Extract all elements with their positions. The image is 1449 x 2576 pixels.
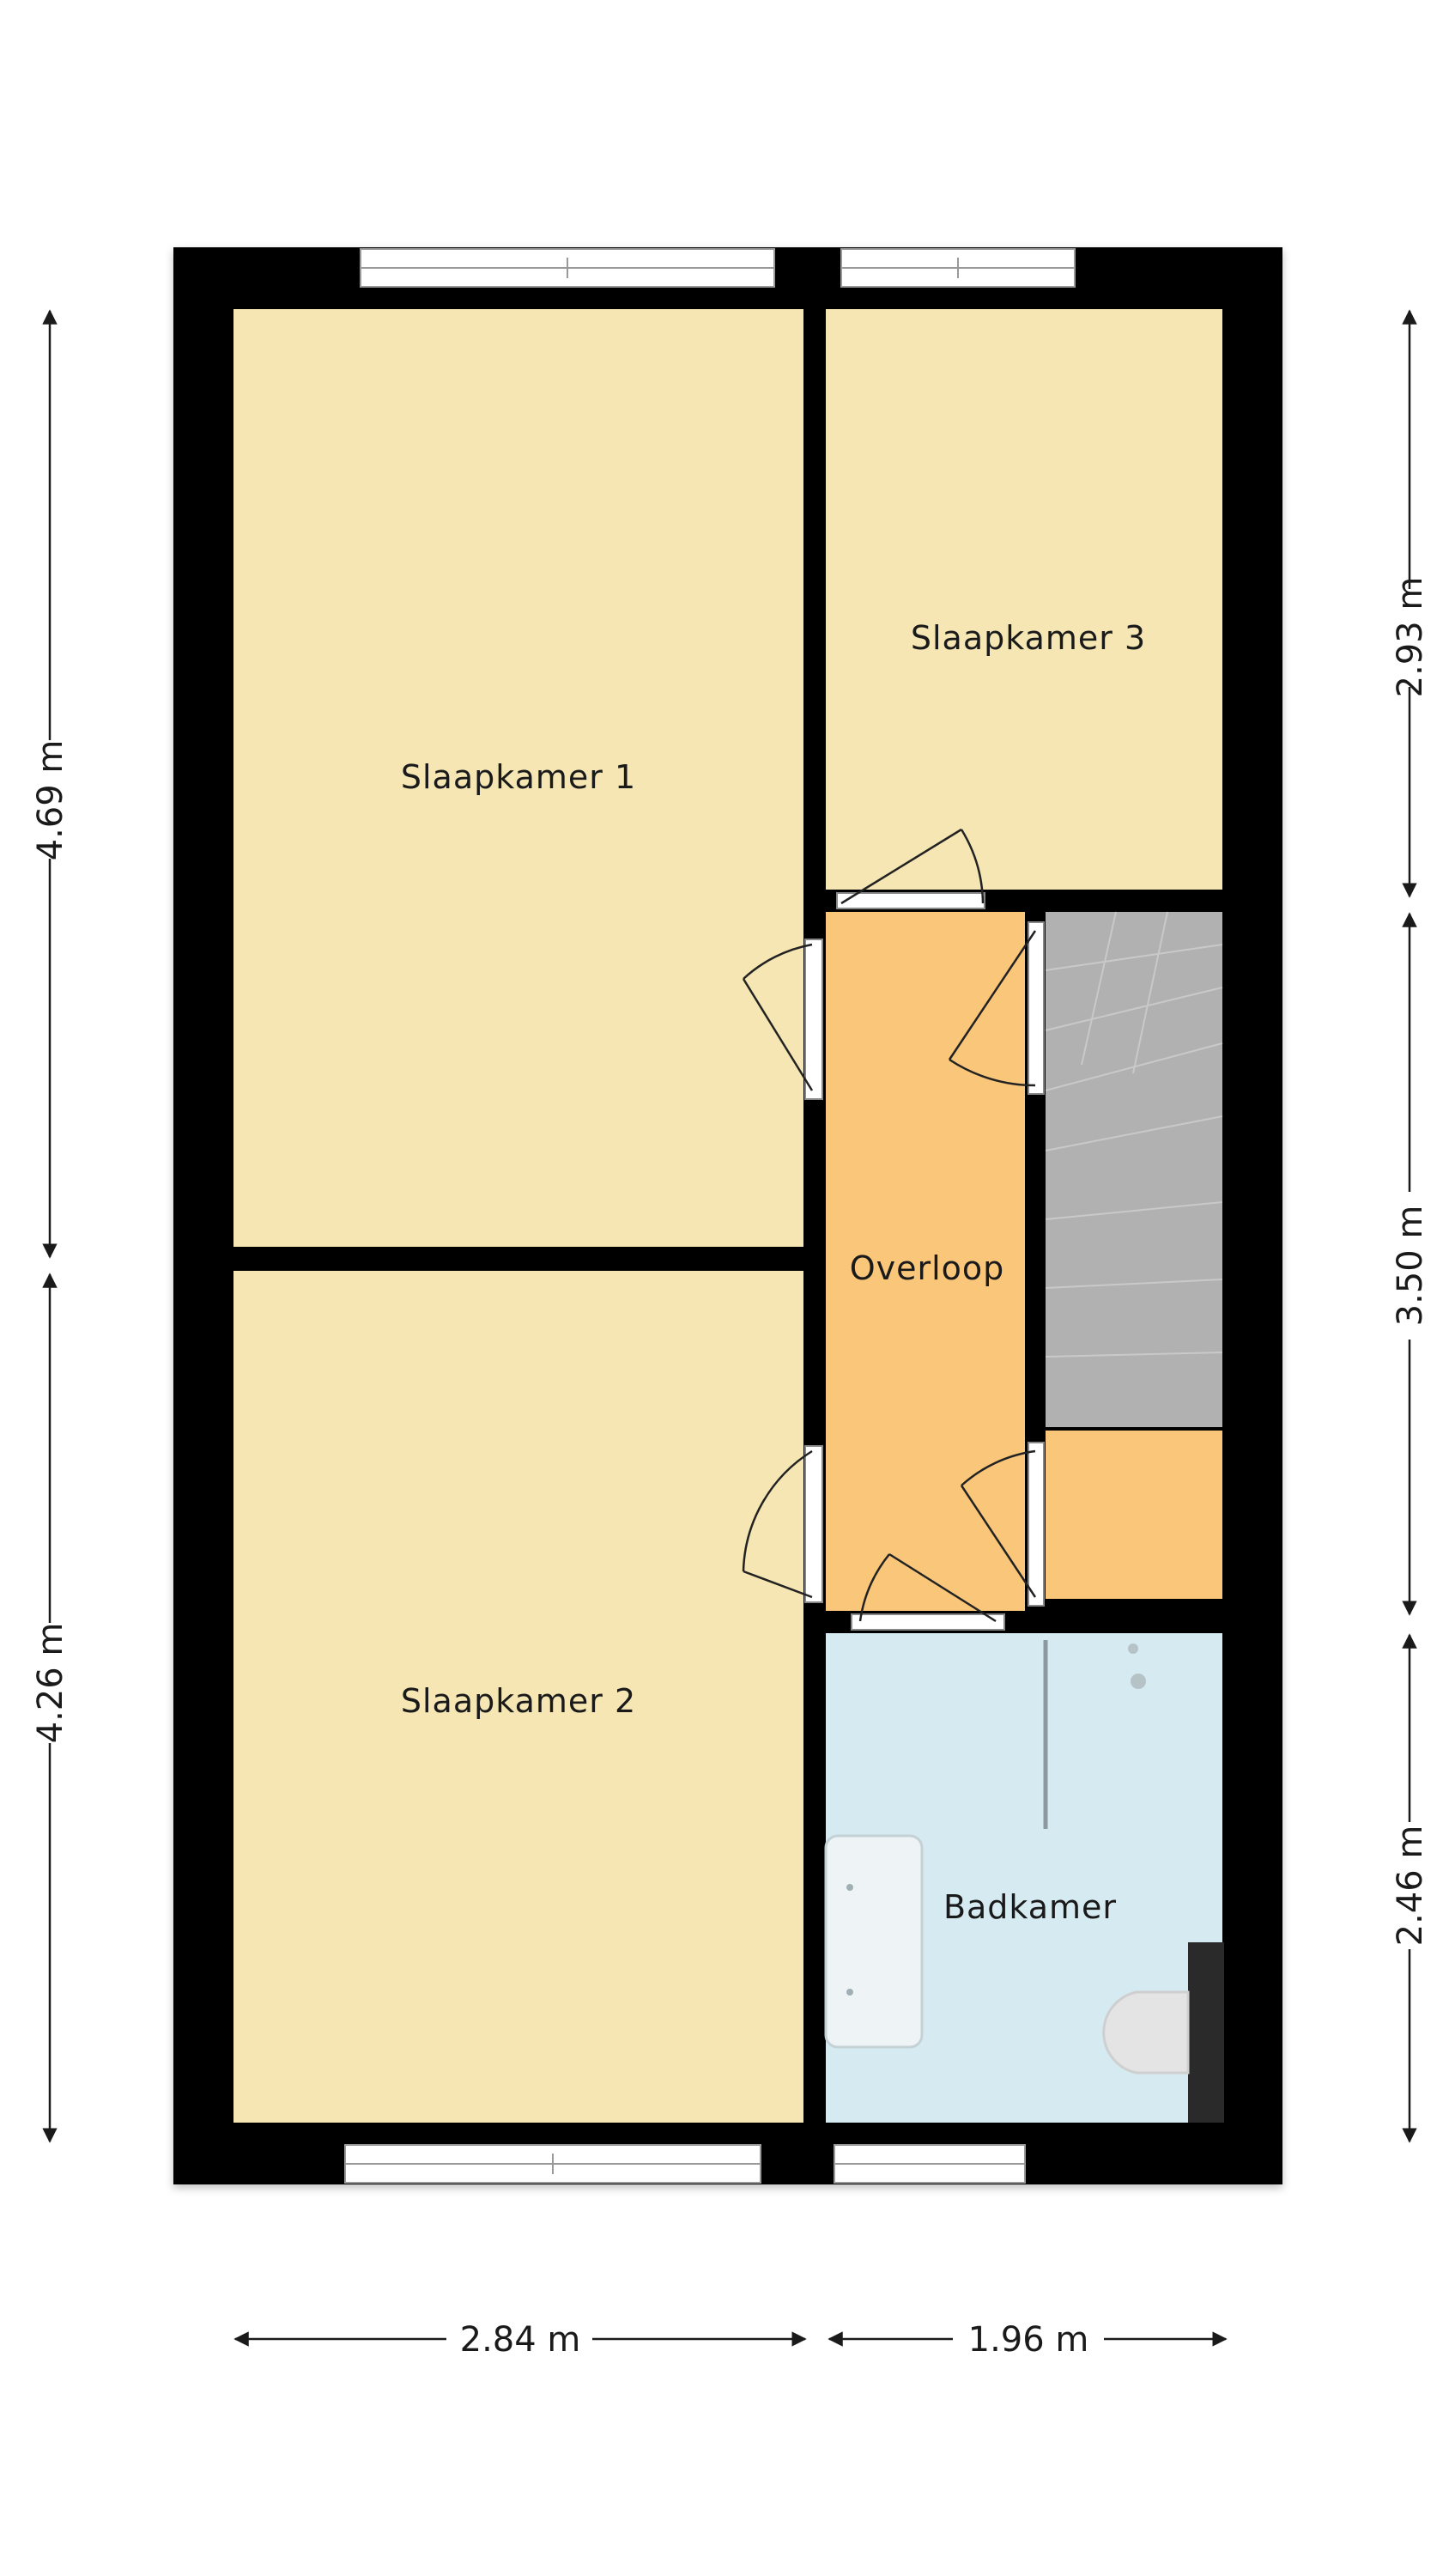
label-overloop: Overloop <box>850 1249 1005 1287</box>
svg-text:1.96 m: 1.96 m <box>968 2320 1089 2360</box>
dimension-left-upper: 4.69 m <box>31 309 70 1259</box>
shower <box>1043 1640 1146 1829</box>
toilet <box>1102 1942 1224 2123</box>
dimension-bottom-right: 1.96 m <box>828 2320 1228 2360</box>
double-sink <box>824 1834 924 2049</box>
door-overloop-nook <box>960 1442 1045 1607</box>
door-slaapkamer-2 <box>742 1445 823 1603</box>
svg-text:4.26 m: 4.26 m <box>31 1623 70 1744</box>
label-slaapkamer-3: Slaapkamer 3 <box>911 619 1146 657</box>
window-top-right <box>840 248 1076 288</box>
svg-text:2.46 m: 2.46 m <box>1391 1826 1430 1947</box>
svg-text:4.69 m: 4.69 m <box>31 740 70 861</box>
window-bottom-left <box>344 2144 761 2184</box>
room-slaapkamer-2 <box>233 1271 803 2123</box>
svg-text:2.93 m: 2.93 m <box>1391 577 1430 698</box>
dimension-right-middle: 3.50 m <box>1391 912 1430 1616</box>
dimension-bottom-left: 2.84 m <box>233 2320 807 2360</box>
room-overloop-nook <box>1046 1431 1222 1599</box>
dimension-right-upper: 2.93 m <box>1391 309 1430 898</box>
dimension-left-lower: 4.26 m <box>31 1273 70 2143</box>
room-slaapkamer-1 <box>233 309 803 1247</box>
stairs <box>1045 911 1223 1427</box>
dimension-right-lower: 2.46 m <box>1391 1633 1430 2143</box>
window-bottom-right <box>834 2144 1026 2184</box>
label-slaapkamer-2: Slaapkamer 2 <box>401 1682 636 1720</box>
room-overloop <box>826 912 1025 1611</box>
svg-text:2.84 m: 2.84 m <box>460 2320 581 2360</box>
door-stairs <box>948 921 1045 1095</box>
room-slaapkamer-3 <box>826 309 1222 890</box>
label-badkamer: Badkamer <box>943 1888 1117 1926</box>
door-badkamer <box>851 1552 1005 1631</box>
window-top-left <box>360 248 775 288</box>
label-slaapkamer-1: Slaapkamer 1 <box>401 758 636 796</box>
door-slaapkamer-1 <box>742 939 823 1100</box>
svg-text:3.50 m: 3.50 m <box>1391 1206 1430 1327</box>
door-slaapkamer-3 <box>836 828 985 909</box>
